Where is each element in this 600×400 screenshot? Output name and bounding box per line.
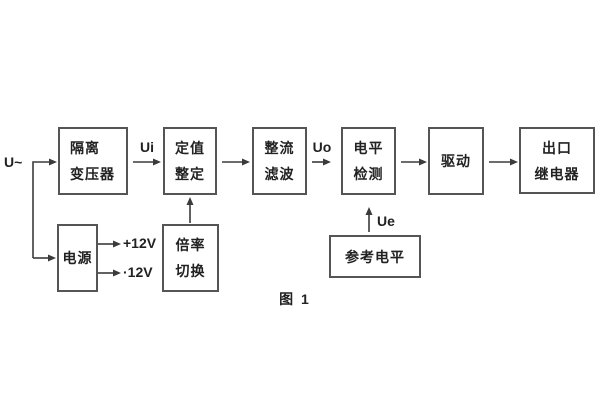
- block-label: 继电器: [534, 165, 580, 182]
- block-label: 参考电平: [345, 248, 405, 265]
- block-label: 检测: [353, 166, 384, 182]
- block-label: 滤波: [264, 166, 295, 182]
- block-level-detect: 电平 检测: [341, 127, 396, 195]
- block-label: 隔离: [70, 140, 100, 156]
- block-label: 倍率: [175, 237, 206, 253]
- block-label: 出口: [542, 139, 572, 156]
- arrow-drive-to-relay: [489, 158, 518, 166]
- block-output-relay: 出口 继电器: [519, 127, 595, 194]
- arrow-rail-minus12: [98, 269, 121, 277]
- signal-ui-label: Ui: [140, 139, 154, 155]
- arrow-ui: [133, 158, 161, 166]
- block-label: 驱动: [441, 153, 471, 169]
- signal-ue-label: Ue: [377, 213, 395, 229]
- block-power-supply: 电源: [57, 224, 98, 292]
- block-label: 整流: [264, 140, 295, 156]
- arrow-rail-plus12: [98, 240, 121, 248]
- source-voltage-label: U~: [4, 154, 23, 170]
- block-rectify-filter: 整流 滤波: [252, 127, 307, 195]
- arrow-source-branch: [32, 158, 57, 262]
- block-label: 变压器: [70, 166, 115, 182]
- block-label: 电平: [353, 140, 384, 156]
- block-reference-level: 参考电平: [329, 235, 421, 278]
- arrow-uo: [312, 158, 331, 166]
- arrow-ue: [365, 207, 373, 232]
- rail-minus12-label: ·12V: [123, 264, 153, 280]
- rail-plus12-label: +12V: [123, 235, 157, 251]
- block-label: 定值: [175, 140, 205, 156]
- arrow-setpoint-to-rectifier: [222, 158, 250, 166]
- arrow-level-to-drive: [401, 158, 427, 166]
- block-drive: 驱动: [428, 127, 484, 195]
- signal-uo-label: Uo: [312, 139, 332, 155]
- block-ratio-switch: 倍率 切换: [162, 224, 219, 292]
- block-label: 切换: [175, 263, 206, 279]
- block-isolation-transformer: 隔离 变压器: [58, 127, 128, 195]
- figure-caption: 图 1: [279, 291, 311, 307]
- arrow-ratio-to-setpoint: [186, 197, 194, 223]
- block-label: 整定: [175, 166, 205, 182]
- block-setpoint-adjust: 定值 整定: [163, 127, 217, 195]
- block-label: 电源: [62, 250, 93, 266]
